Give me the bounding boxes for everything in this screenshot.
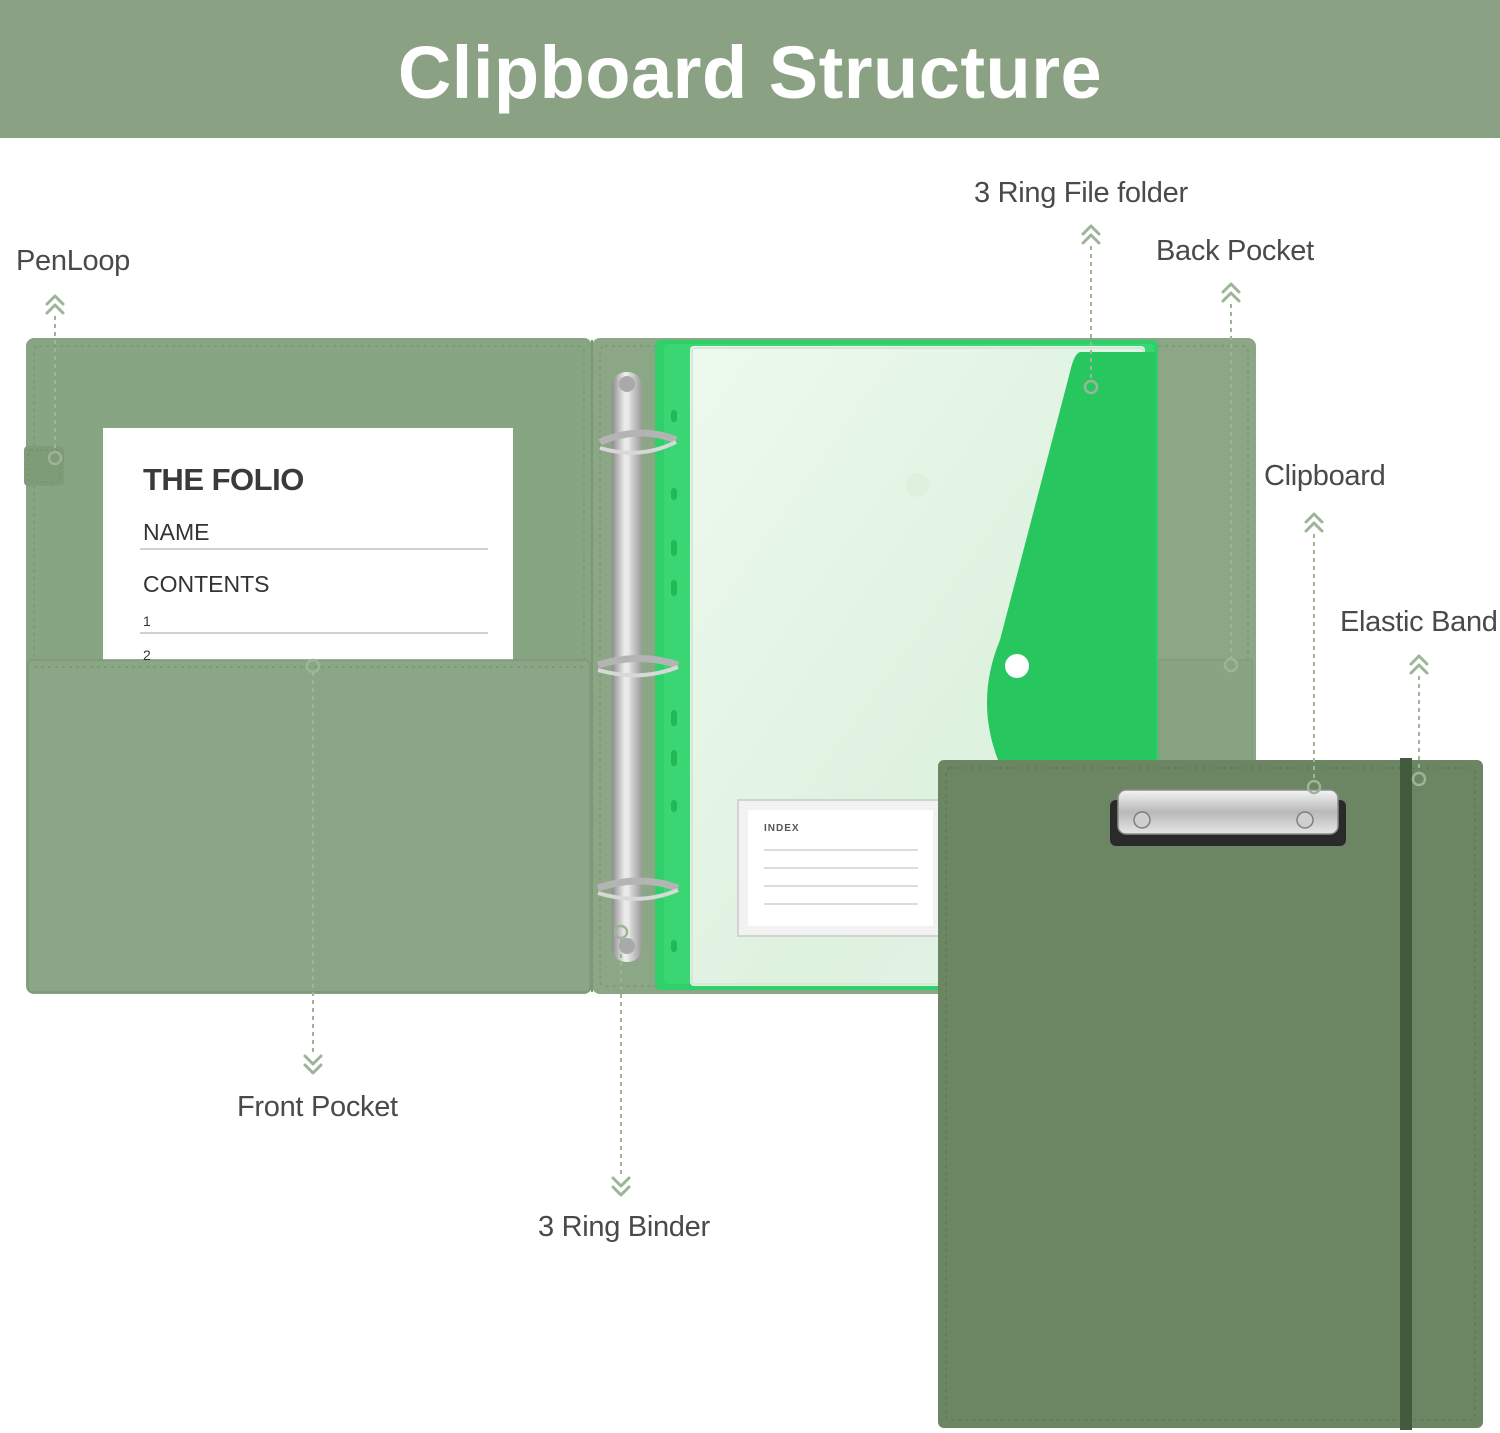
elastic-band (1400, 758, 1412, 1430)
label-clipboard: Clipboard (1264, 460, 1386, 492)
ring-binder-mechanism (596, 372, 680, 962)
label-ring-file-folder: 3 Ring File folder (974, 177, 1188, 209)
folio-card-line-2: 2 (143, 647, 151, 660)
folio-card-line-1: 1 (143, 613, 151, 629)
folio-card-name-label: NAME (143, 519, 210, 545)
label-front-pocket: Front Pocket (237, 1091, 398, 1123)
pen-loop (24, 446, 64, 486)
header-banner: Clipboard Structure (0, 0, 1500, 138)
chevron-down-icon (303, 1054, 631, 1197)
folio-card (103, 428, 513, 666)
index-tag-label: INDEX (764, 823, 800, 834)
folio-card-title: THE FOLIO (143, 462, 304, 497)
clipboard-clip (1110, 789, 1346, 846)
front-pocket (27, 659, 591, 993)
callout-dots (47, 379, 1427, 940)
page-title: Clipboard Structure (397, 31, 1103, 114)
punch-holes (671, 410, 677, 952)
chevron-up-icon (45, 224, 1429, 675)
label-back-pocket: Back Pocket (1156, 235, 1314, 267)
label-ring-binder: 3 Ring Binder (538, 1211, 710, 1243)
folio-card-contents-label: CONTENTS (143, 571, 270, 597)
label-pen-loop: PenLoop (16, 245, 131, 277)
clipboard-board (938, 760, 1483, 1428)
callout-lines (54, 246, 1420, 1174)
index-tag (737, 799, 944, 937)
envelope-flap (986, 352, 1156, 760)
back-pocket (1157, 659, 1253, 771)
label-elastic-band: Elastic Band (1340, 606, 1498, 638)
